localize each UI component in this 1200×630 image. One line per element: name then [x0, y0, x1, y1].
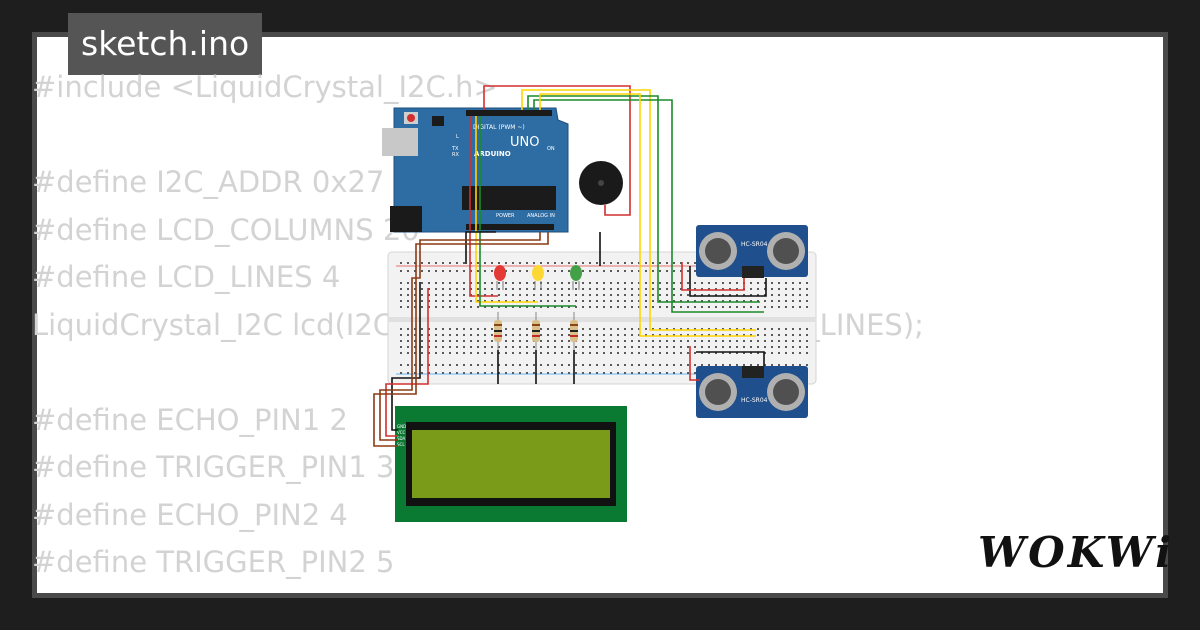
- file-tab[interactable]: sketch.ino: [68, 13, 263, 75]
- wire-lcd-gnd: [391, 282, 421, 431]
- atmega-chip: [462, 186, 556, 210]
- led-red[interactable]: [494, 265, 506, 290]
- tx-label: TX: [451, 146, 459, 152]
- wire-yellow-1: [521, 89, 756, 331]
- digital-header: [466, 110, 552, 116]
- ultrasonic-sensor-2[interactable]: HC-SR04: [696, 366, 808, 418]
- code-line: #define ECHO_PIN2 4: [32, 497, 348, 532]
- resistor-1[interactable]: [494, 312, 502, 350]
- resistor-2[interactable]: [532, 312, 540, 350]
- code-line: #define I2C_ADDR 0x27: [32, 165, 385, 199]
- power-jack: [390, 206, 422, 232]
- resistor-3[interactable]: [570, 312, 578, 350]
- ultrasonic-sensor-1[interactable]: HC-SR04: [696, 225, 808, 278]
- usb-port: [382, 128, 418, 156]
- code-line: #include <LiquidCrystal_I2C.h>: [32, 70, 498, 104]
- led-yellow[interactable]: [532, 265, 544, 290]
- analog-label: ANALOG IN: [527, 213, 555, 219]
- wire-red-led: [469, 116, 498, 297]
- code-listing: #include <LiquidCrystal_I2C.h> #define I2…: [32, 64, 924, 587]
- arduino-brand-label: ARDUINO: [474, 150, 511, 158]
- wire-sensor-2-gnd: [696, 351, 765, 366]
- sensor-2-label: HC-SR04: [741, 397, 768, 404]
- on-label: ON: [547, 146, 555, 152]
- buzzer[interactable]: [579, 161, 623, 205]
- analog-header: [466, 224, 554, 230]
- wires: [373, 85, 767, 447]
- arduino-uno[interactable]: DIGITAL (PWM ~) UNO ARDUINO ON TX RX L P…: [382, 107, 569, 233]
- l-label: L: [456, 134, 459, 140]
- wire-lcd-scl: [373, 232, 549, 447]
- code-line: #define LCD_COLUMNS 20: [32, 212, 420, 247]
- wire-sensor-1-gnd: [689, 266, 767, 297]
- wokwi-logo: WOKWi: [978, 528, 1175, 577]
- led-green[interactable]: [570, 265, 582, 290]
- wire-lcd-sda: [379, 232, 541, 441]
- wire-green-1: [527, 95, 760, 303]
- lcd-pin-scl: SCL: [397, 442, 405, 447]
- wire-gnd: [465, 231, 496, 264]
- wire-yellow-2: [539, 93, 756, 337]
- wire-green-led: [479, 116, 576, 307]
- sensor-1-label: HC-SR04: [741, 241, 768, 248]
- wire-yellow-led: [475, 116, 538, 303]
- code-line: #define TRIGGER_PIN1 3: [32, 450, 395, 484]
- rx-label: RX: [452, 152, 459, 158]
- wire-lcd-vcc: [385, 288, 429, 437]
- lcd-pin-gnd: GND: [397, 424, 406, 429]
- lcd-pin-sda: SDA: [397, 436, 406, 441]
- code-line: #define TRIGGER_PIN2 5: [32, 545, 395, 579]
- lcd-pin-vcc: VCC: [397, 430, 406, 435]
- lcd-display[interactable]: GND VCC SDA SCL: [395, 406, 627, 522]
- code-line: #define ECHO_PIN1 2: [32, 402, 348, 437]
- power-label: POWER: [496, 213, 515, 219]
- wire-green-2: [533, 99, 764, 313]
- digital-label: DIGITAL (PWM ~): [473, 124, 525, 131]
- wire-sensor-2-vcc: [689, 346, 700, 381]
- reset-button[interactable]: [407, 114, 415, 122]
- wire-buzzer: [483, 85, 631, 216]
- wire-sensor-1-vcc: [681, 262, 745, 291]
- uno-label: UNO: [510, 135, 539, 150]
- code-line: #define LCD_LINES 4: [32, 260, 341, 294]
